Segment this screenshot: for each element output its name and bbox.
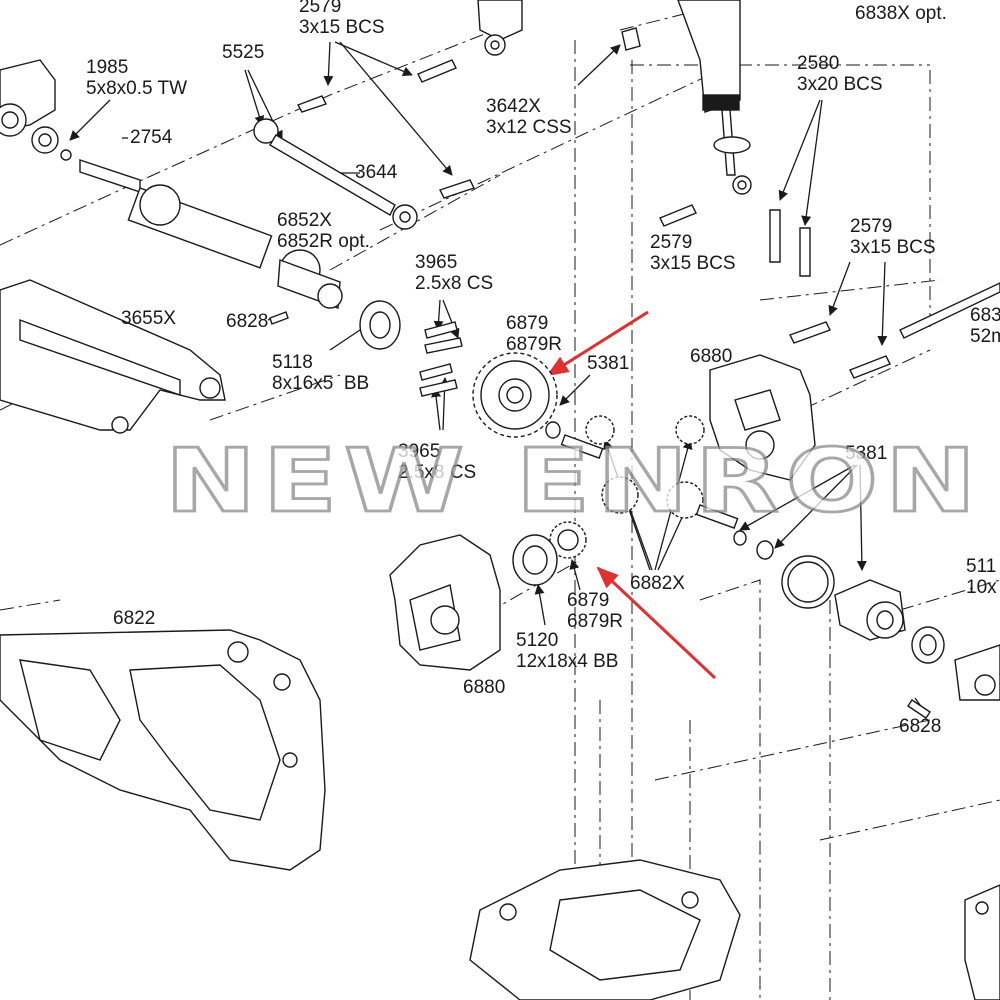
diff-case-6880-bottom — [389, 534, 501, 671]
callout-3965-bottom: 3965 2.5x8 CS — [398, 441, 477, 483]
upper-left-hub — [0, 59, 72, 161]
bearing-5118 — [359, 300, 401, 350]
pinion-gear-6879 — [549, 521, 587, 559]
callout-6879-top: 6879 6879R — [506, 313, 562, 355]
lower-right-bracket — [964, 884, 1000, 1000]
bearing-511x — [911, 626, 945, 664]
callout-6828-left: 6828 — [226, 311, 269, 332]
callout-6852x: 6852X 6852R opt. — [277, 210, 370, 252]
spider-gears-6882x — [560, 415, 739, 529]
brand-watermark: NEW ENRON — [163, 429, 984, 534]
washer-5381-a — [545, 421, 561, 439]
bearing-5120 — [512, 534, 558, 586]
callout-6880-top: 6880 — [690, 346, 733, 367]
callout-6822: 6822 — [113, 608, 156, 629]
callout-2579-top: 2579 3x15 BCS — [299, 0, 385, 38]
driveshaft-6852x — [79, 159, 343, 309]
washer-5381-c — [756, 540, 774, 560]
diff-cup — [834, 579, 906, 641]
shock-mount-top — [477, 0, 523, 56]
callout-5381-right: 5381 — [845, 443, 888, 464]
highlight-arrows — [546, 310, 717, 680]
callout-511x: 511 10x — [966, 556, 997, 598]
callout-5120: 5120 12x18x4 BB — [516, 630, 619, 672]
shock-absorber — [677, 0, 752, 195]
callout-3644: 3644 — [355, 162, 398, 183]
red-arrow-ring-gear — [546, 310, 649, 377]
callout-2579-mid: 2579 3x15 BCS — [650, 232, 736, 274]
callout-1985: 1985 5x8x0.5 TW — [86, 57, 188, 99]
callout-6838x: 6838X opt. — [855, 3, 947, 24]
chassis-6822 — [0, 629, 326, 871]
diff-case-6880-top — [709, 354, 816, 481]
washer-5381-b — [733, 530, 747, 546]
callout-6880-bottom: 6880 — [463, 677, 506, 698]
callout-2580: 2580 3x20 BCS — [797, 53, 883, 95]
callout-3642x: 3642X 3x12 CSS — [486, 96, 572, 138]
callout-5118: 5118 8x16x5 BB — [272, 352, 370, 394]
gasket-5381 — [781, 555, 835, 609]
red-arrow-pinion-gear — [596, 566, 717, 680]
output-yoke-right — [954, 644, 1000, 701]
callout-2754: 2754 — [130, 127, 173, 148]
callout-2579-right: 2579 3x15 BCS — [850, 216, 936, 258]
lower-bulkhead — [469, 859, 741, 1000]
ring-gear-6879 — [472, 352, 558, 438]
callout-683x: 683 52m — [970, 305, 1000, 347]
callout-5525: 5525 — [222, 42, 265, 63]
callout-3965-top: 3965 2.5x8 CS — [415, 252, 494, 294]
callout-5381-top: 5381 — [587, 353, 630, 374]
callout-3655x: 3655X — [121, 308, 176, 329]
callout-6828-right: 6828 — [899, 716, 942, 737]
callout-6879-bottom: 6879 6879R — [567, 590, 623, 632]
callout-6882x: 6882X — [630, 573, 685, 594]
turnbuckle-3644 — [253, 118, 418, 230]
suspension-arm-3655x — [0, 279, 226, 434]
screws — [269, 27, 1000, 719]
